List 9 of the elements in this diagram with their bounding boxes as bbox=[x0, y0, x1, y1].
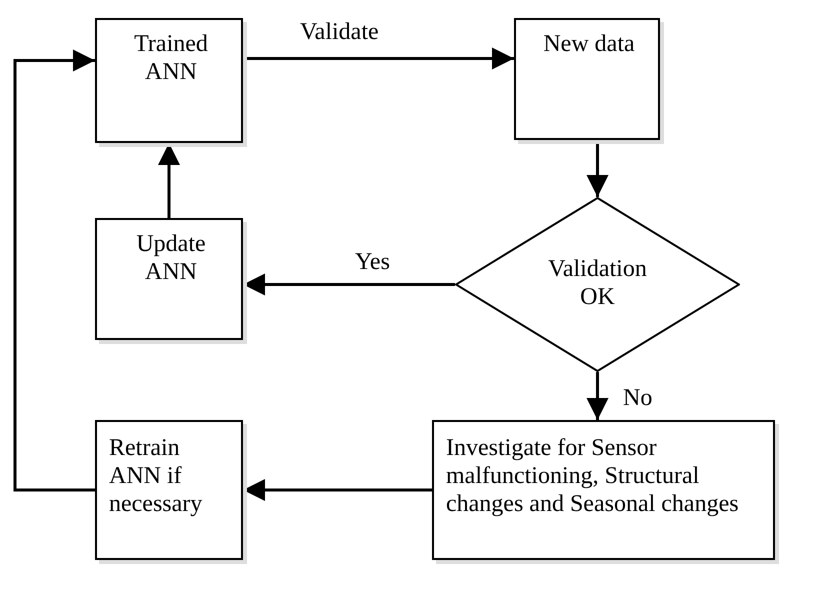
node-text: Investigate for Sensor malfunctioning, Structural changes and Seasonal changes bbox=[446, 434, 740, 518]
node-text: Validation OK bbox=[547, 255, 648, 311]
decision-diamond bbox=[455, 197, 740, 372]
node-text: Update ANN bbox=[135, 230, 207, 286]
node-text: Trained ANN bbox=[133, 30, 209, 86]
node-text: New data bbox=[542, 30, 636, 58]
node-text: Retrain ANN if necessary bbox=[109, 434, 204, 518]
arrow bbox=[14, 50, 95, 492]
arrow bbox=[586, 372, 608, 420]
